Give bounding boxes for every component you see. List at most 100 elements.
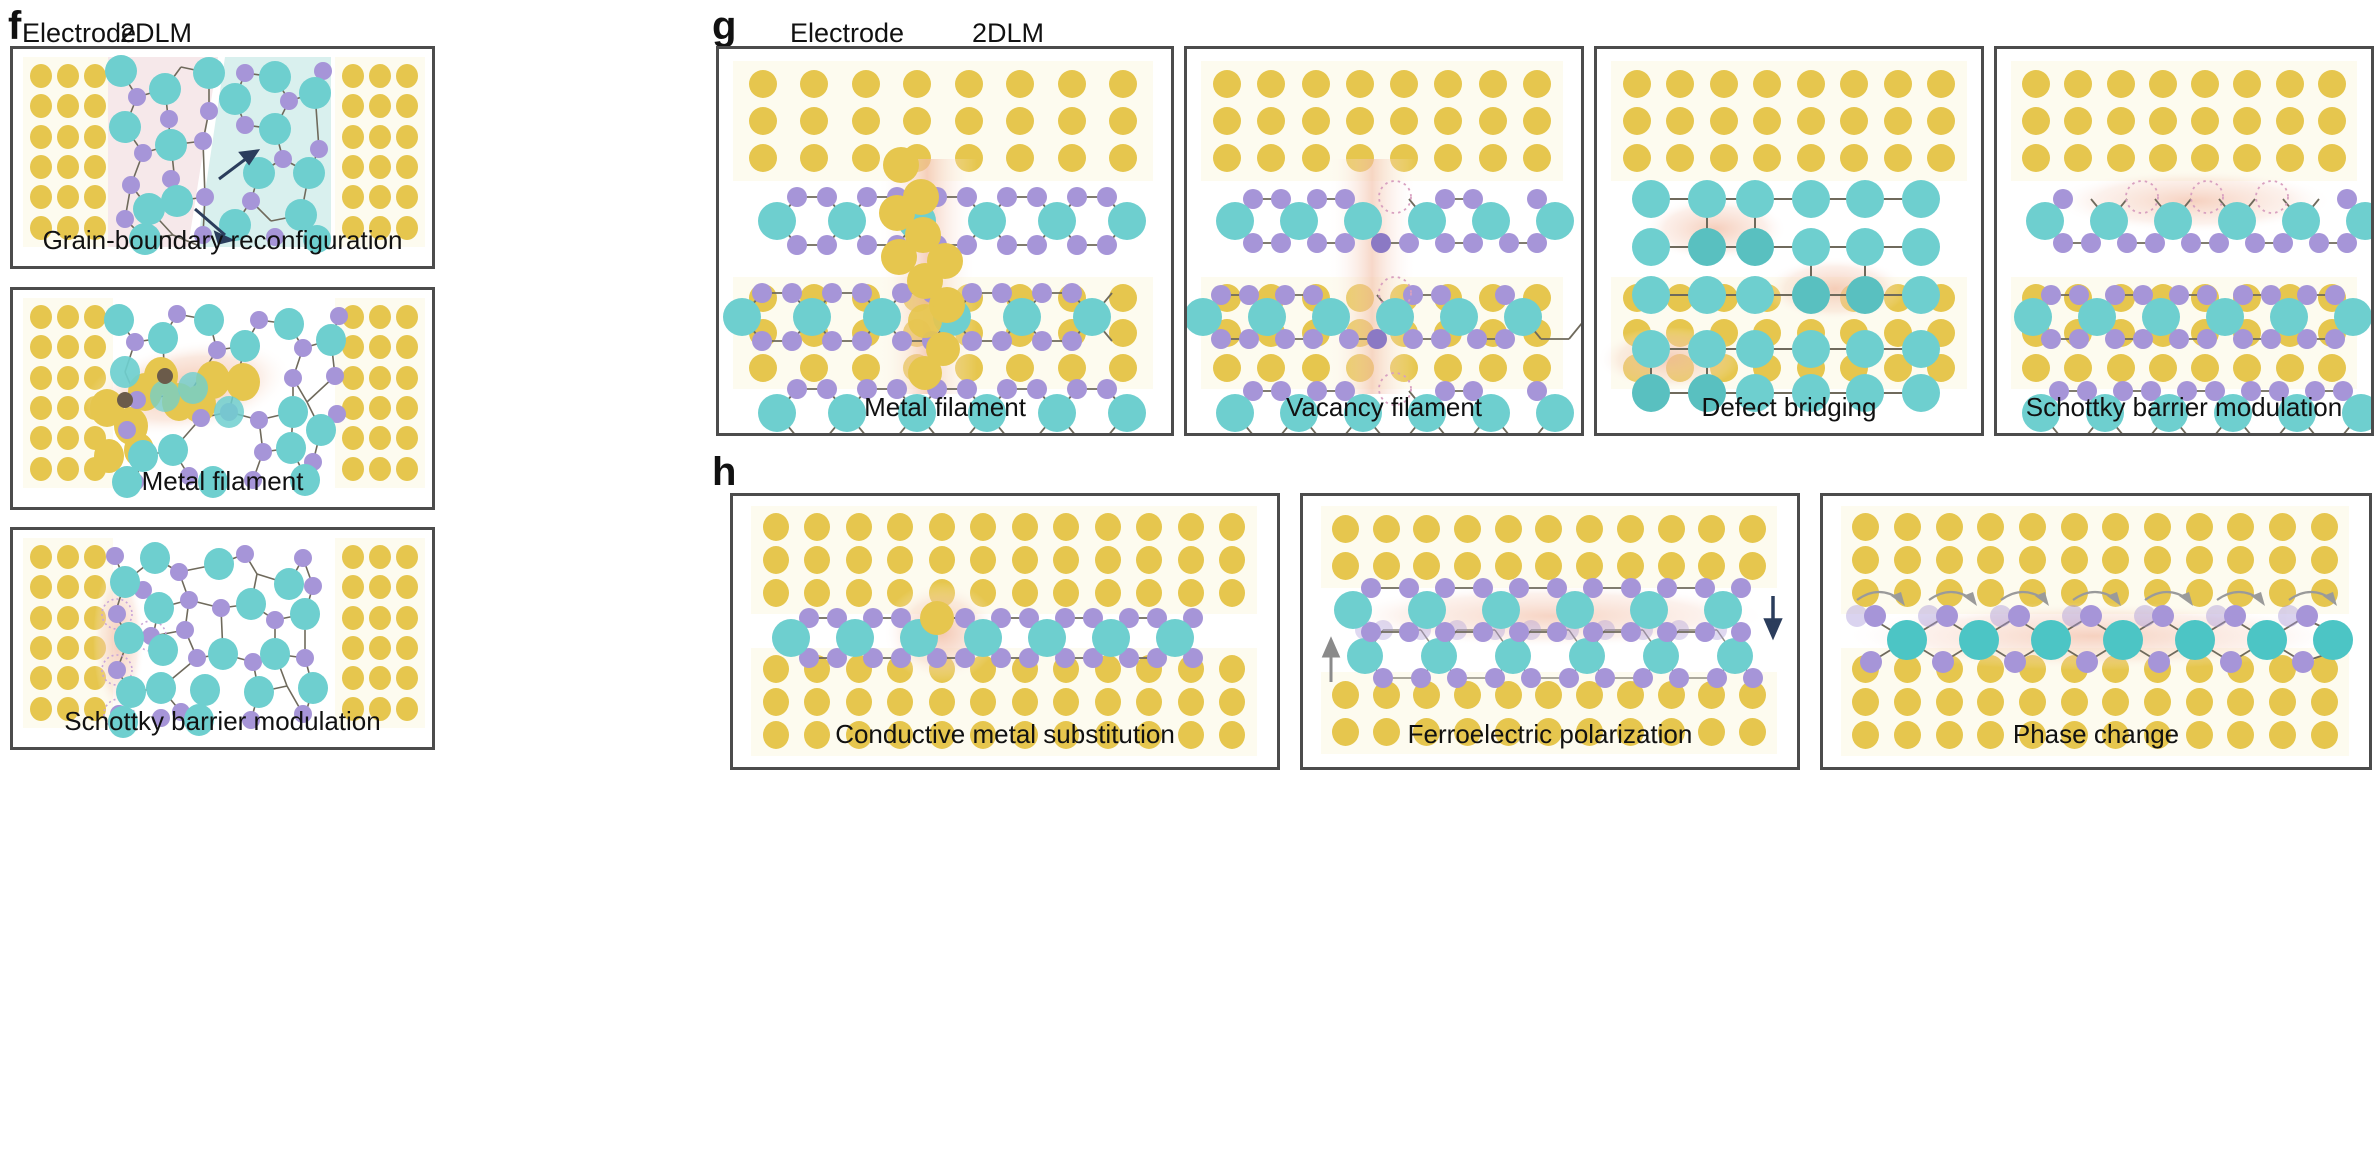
electrode-grid-top xyxy=(1615,65,1963,177)
metal-filament-lattice-svg-f xyxy=(84,304,348,498)
lattice-row-3 xyxy=(1216,372,1574,433)
substituted-sites xyxy=(117,368,173,408)
ghost-chalcogen-atoms xyxy=(1846,605,2300,627)
electrode-grid-top xyxy=(737,65,1149,177)
substituted-metal-atom xyxy=(920,601,954,635)
bonds xyxy=(1870,617,2334,663)
phase-change-art xyxy=(1823,496,2369,767)
electrode-grid-bottom xyxy=(1325,676,1773,750)
lattice-row-3 xyxy=(758,379,1146,433)
caption-metal-filament-f: Metal filament xyxy=(141,466,304,496)
conductive-substitution-art xyxy=(733,496,1277,767)
metal-filament-art-g xyxy=(719,49,1171,433)
lower-chalcogen-atoms xyxy=(1373,668,1763,688)
lattice-row-1 xyxy=(2026,180,2371,253)
polarization-arrow-up xyxy=(1321,636,1341,682)
metal-atoms xyxy=(1632,180,1940,412)
phase-change-rotation-arrows xyxy=(1856,590,2337,606)
panel-h-box-conductive-metal-substitution[interactable]: Conductive metal substitution xyxy=(730,493,1280,770)
lattice-row-2 xyxy=(2014,285,2371,349)
panel-f-box-schottky-barrier-modulation[interactable]: Schottky barrier modulation xyxy=(10,527,435,750)
electrode-pad-top xyxy=(1841,506,2349,614)
grain-boundary-art xyxy=(13,49,432,266)
electrode-grid-top xyxy=(1325,510,1773,584)
panel-letter-f: f xyxy=(8,4,22,48)
vacancy-svg-g2 xyxy=(1187,159,1581,433)
electrode-pad-top xyxy=(751,506,1257,614)
electrode-grid-right xyxy=(339,542,421,724)
defect-bonds xyxy=(1650,198,1921,394)
polarization-arrow-down xyxy=(1763,596,1783,641)
electrode-pad-right xyxy=(335,538,425,728)
metal-atoms xyxy=(1887,620,2353,660)
metal-atoms xyxy=(104,304,346,498)
defect-bridging-svg xyxy=(1597,180,1940,412)
panel-g-electrode-label: Electrode xyxy=(790,18,905,48)
filament-svg-g1 xyxy=(723,147,1146,433)
metal-filament-art-f xyxy=(13,290,432,507)
schottky-art-f xyxy=(13,530,432,747)
schottky-lattice-svg-f xyxy=(93,542,328,738)
schottky-svg-g4 xyxy=(2014,169,2371,433)
electrode-pad-right xyxy=(335,298,425,488)
phase-change-svg xyxy=(1843,590,2353,673)
panel-g-box-metal-filament[interactable]: Metal filament xyxy=(716,46,1174,436)
caption-conductive-metal-substitution: Conductive metal substitution xyxy=(835,719,1175,749)
electrode-grid-right xyxy=(339,302,421,484)
panel-g-box-vacancy-filament[interactable]: Vacancy filament xyxy=(1184,46,1584,436)
vacancy-sites xyxy=(2125,180,2289,214)
lattice-row-1 xyxy=(1216,180,1574,253)
metal-filament-atoms xyxy=(879,147,965,390)
migration-arrows xyxy=(194,149,261,245)
electrode-grid-bottom xyxy=(1845,652,2345,752)
panel-h-box-ferroelectric-polarization[interactable]: Ferroelectric polarization xyxy=(1300,493,1800,770)
metal-atoms-right xyxy=(219,61,331,253)
caption-schottky-barrier-modulation-g: Schottky barrier modulation xyxy=(2025,392,2343,422)
electrode-grid-right xyxy=(339,61,421,243)
chalcogen-atoms xyxy=(106,545,322,729)
ferroelectric-art xyxy=(1303,496,1797,767)
lower-metal-atoms xyxy=(1347,638,1753,674)
vacancy-filament-art xyxy=(1187,49,1581,433)
caption-schottky-barrier-modulation-f: Schottky barrier modulation xyxy=(64,706,381,736)
panel-h-box-phase-change[interactable]: Phase change xyxy=(1820,493,2372,770)
electrode-pad-left xyxy=(23,57,113,247)
caption-metal-filament-g: Metal filament xyxy=(864,392,1026,422)
panel-f-box-grain-boundary-reconfiguration[interactable]: Grain-boundary reconfiguration xyxy=(10,46,435,269)
panel-letter-g: g xyxy=(712,4,737,48)
panel-f-2dlm-label: 2DLM xyxy=(120,18,193,48)
caption-vacancy-filament: Vacancy filament xyxy=(1285,392,1483,422)
electrode-grid-top xyxy=(755,510,1253,610)
metal-atoms-left xyxy=(105,55,225,255)
panel-f-box-metal-filament[interactable]: Metal filament xyxy=(10,287,435,510)
caption-defect-bridging: Defect bridging xyxy=(1701,392,1877,422)
lattice-row-2 xyxy=(1187,276,1581,349)
panel-letter-h: h xyxy=(712,450,737,494)
ferroelectric-svg xyxy=(1321,578,1783,688)
substitution-svg xyxy=(772,582,1203,682)
bridge-glow-2 xyxy=(1763,257,1907,321)
caption-ferroelectric-polarization: Ferroelectric polarization xyxy=(1407,719,1693,749)
electrode-grid-left xyxy=(27,61,109,243)
panel-f-electrode-label: Electrode xyxy=(22,18,137,48)
defect-bridging-art xyxy=(1597,49,1981,433)
panel-g-box-schottky-barrier-modulation[interactable]: Schottky barrier modulation xyxy=(1994,46,2374,436)
grain-lattice-svg xyxy=(105,55,332,255)
chalcogen-atoms-left xyxy=(116,88,218,244)
vacancy-site xyxy=(1378,180,1412,214)
panel-g-box-defect-bridging[interactable]: Defect bridging xyxy=(1594,46,1984,436)
chalcogen-atoms xyxy=(799,608,1203,668)
metal-atoms xyxy=(108,542,328,738)
upper-metal-atoms xyxy=(1334,591,1742,629)
caption-phase-change: Phase change xyxy=(2012,719,2180,749)
panel-g-2dlm-label: 2DLM xyxy=(972,18,1045,48)
electrode-pad-right xyxy=(335,57,425,247)
lattice-row-3 xyxy=(2022,381,2371,433)
chalcogen-atoms-top xyxy=(1864,605,2318,627)
vacancy-site xyxy=(1378,276,1412,310)
upper-layer xyxy=(1334,578,1751,642)
chalcogen-atoms-bottom xyxy=(1860,651,2314,673)
schottky-art-g xyxy=(1997,49,2371,433)
electrode-grid-top xyxy=(2015,65,2353,177)
caption-grain-boundary-reconfiguration: Grain-boundary reconfiguration xyxy=(42,225,403,255)
